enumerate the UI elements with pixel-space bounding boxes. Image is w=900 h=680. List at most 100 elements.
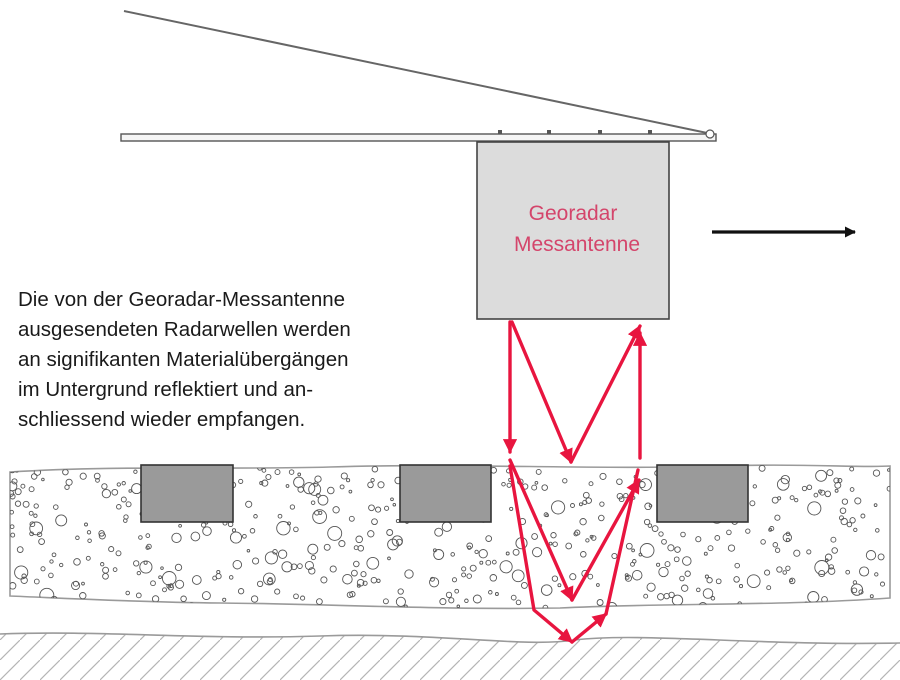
pebble <box>14 500 22 507</box>
pebble <box>801 485 808 492</box>
pebble <box>160 566 164 570</box>
pebble <box>534 480 539 485</box>
pebble <box>33 513 38 518</box>
pebble <box>95 478 100 483</box>
pebble <box>768 527 773 532</box>
pebble <box>342 573 353 585</box>
pebble <box>40 566 46 572</box>
pebble <box>684 570 691 577</box>
pebble <box>332 506 340 514</box>
pebble <box>887 468 890 472</box>
pebble <box>41 477 45 482</box>
pebble <box>310 555 316 561</box>
pebble <box>290 563 298 571</box>
pebble <box>846 521 853 528</box>
pebble <box>489 574 498 582</box>
pebble <box>849 466 855 472</box>
pebble <box>327 486 335 495</box>
pebble <box>837 478 843 483</box>
pebble <box>541 484 548 491</box>
pebble <box>703 551 708 556</box>
pebble <box>71 580 81 591</box>
pebble <box>136 570 141 576</box>
pebble <box>746 574 761 589</box>
pebble <box>33 503 39 509</box>
pebble <box>112 567 118 572</box>
pebble <box>123 518 128 523</box>
pebble <box>178 523 182 528</box>
pebble <box>785 565 791 571</box>
description-line: an signifikanten Materialübergängen <box>18 348 349 371</box>
pebble <box>145 545 150 550</box>
pebble <box>531 484 538 491</box>
pebble <box>656 562 661 567</box>
pebble <box>780 474 790 485</box>
pebble <box>53 504 59 510</box>
subsoil-layer <box>0 633 900 680</box>
pebble <box>643 593 649 599</box>
pebble <box>852 580 858 585</box>
pebble <box>590 535 597 541</box>
pebble <box>20 483 26 489</box>
pebble <box>20 576 28 584</box>
pebble <box>545 513 549 518</box>
pebble <box>368 504 375 512</box>
pebble <box>472 594 482 604</box>
pebble <box>102 566 110 574</box>
pebble <box>872 469 881 477</box>
pebble <box>631 548 635 553</box>
pebble <box>879 581 886 587</box>
pebble <box>222 597 227 602</box>
pebble <box>116 482 121 487</box>
pebble <box>246 548 251 553</box>
pebble <box>116 504 122 510</box>
pebble <box>100 562 105 567</box>
pebble <box>639 478 652 491</box>
bolt <box>598 130 602 134</box>
pebble <box>304 560 314 571</box>
pebble <box>10 524 15 530</box>
pebble <box>695 536 702 543</box>
pebble <box>826 469 834 477</box>
pebble <box>329 565 337 573</box>
pebble <box>587 573 594 580</box>
pebble <box>520 581 528 589</box>
pebble <box>565 542 573 550</box>
pebble <box>265 473 272 481</box>
pebble <box>93 472 101 480</box>
pebble <box>167 584 174 591</box>
description-line: schliessend wieder empfangen. <box>18 408 305 431</box>
pebble <box>346 478 351 483</box>
pebble <box>854 497 862 505</box>
pebble <box>704 574 709 579</box>
pebble <box>782 570 787 575</box>
pebble <box>392 502 397 507</box>
pebble <box>505 551 510 556</box>
pebble <box>478 549 488 559</box>
pebble <box>49 559 54 564</box>
pebble <box>55 514 68 527</box>
pebble <box>485 535 493 542</box>
pebble <box>706 577 713 584</box>
pebble <box>10 582 17 590</box>
pebble <box>252 557 260 565</box>
buried-object <box>399 464 492 523</box>
pebble <box>875 528 880 533</box>
pebble <box>36 531 43 538</box>
pebble <box>596 599 604 606</box>
pebble <box>638 552 643 557</box>
pebble <box>588 481 594 487</box>
pebble <box>191 575 202 585</box>
pebble <box>250 595 259 603</box>
pebble <box>429 576 435 582</box>
pebble <box>651 525 659 532</box>
pebble <box>853 527 858 533</box>
pebble <box>10 490 15 497</box>
pebble <box>849 517 856 524</box>
pebble <box>84 522 88 527</box>
pebble <box>382 598 389 605</box>
wave-ray <box>508 464 574 644</box>
pebble <box>874 572 879 577</box>
carrier-frame <box>120 10 717 142</box>
